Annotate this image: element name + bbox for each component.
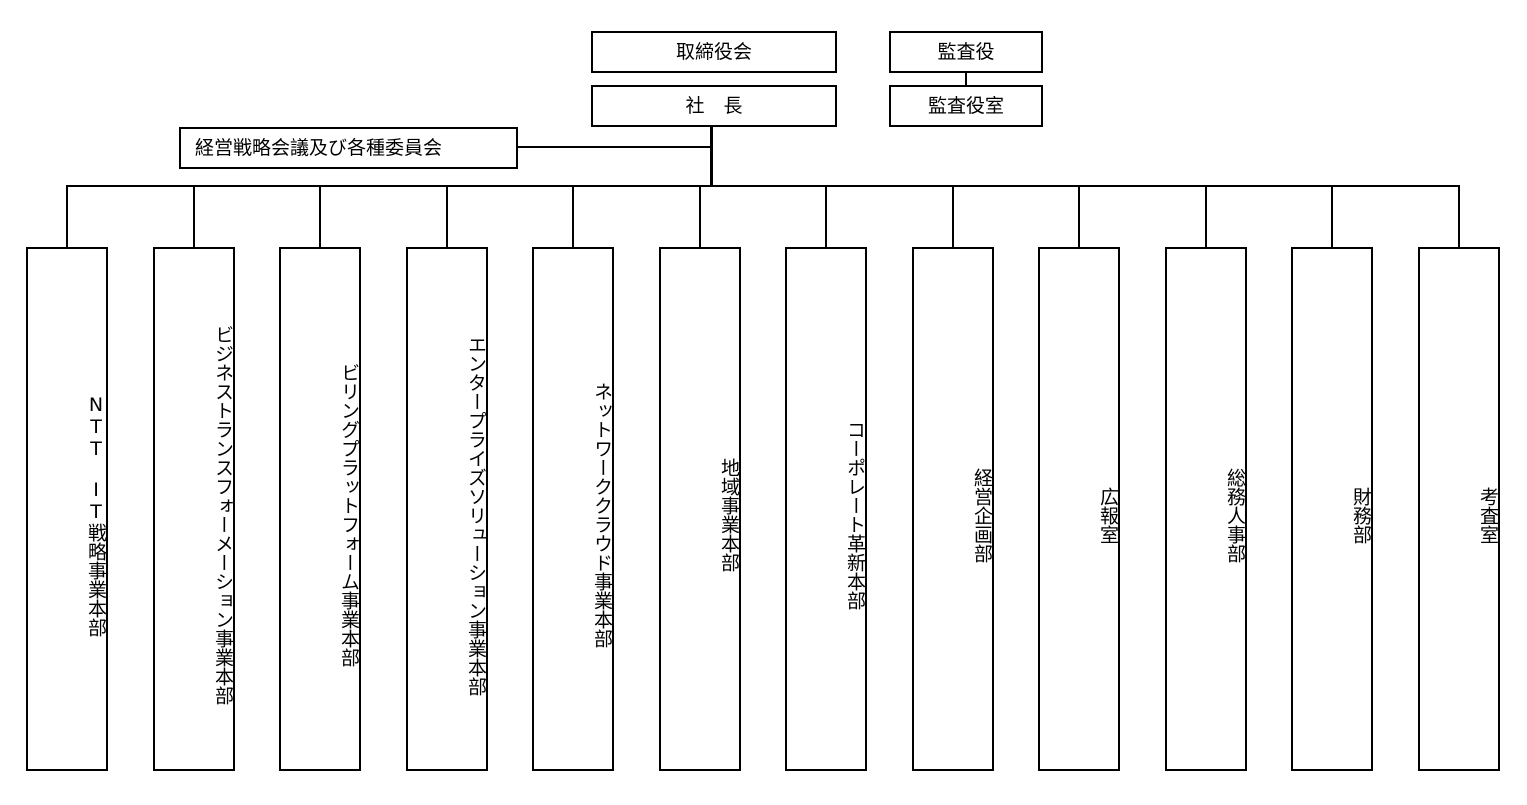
department-drop-line [1458, 185, 1460, 247]
department-box: 地域事業本部 [659, 247, 741, 771]
department-box: ネットワーククラウド事業本部 [532, 247, 614, 771]
board-of-directors-box: 取締役会 [591, 31, 837, 73]
committee-connector [518, 146, 711, 148]
department-label: ネットワーククラウド事業本部 [591, 382, 613, 648]
president-trunk-line [710, 127, 713, 186]
department-box: 総務人事部 [1165, 247, 1247, 771]
department-drop-line [952, 185, 954, 247]
department-drop-line [572, 185, 574, 247]
department-label: NTT IT戦略事業本部 [85, 393, 107, 637]
department-drop-line [699, 185, 701, 247]
department-label: コーポレート革新本部 [844, 420, 866, 610]
committee-box: 経営戦略会議及び各種委員会 [179, 127, 518, 169]
department-box: NTT IT戦略事業本部 [26, 247, 108, 771]
auditors-label: 監査役 [937, 40, 995, 63]
department-drop-line [1205, 185, 1207, 247]
department-drop-line [66, 185, 68, 247]
department-drop-line [825, 185, 827, 247]
department-drop-line [1331, 185, 1333, 247]
department-drop-line [1078, 185, 1080, 247]
department-label: 経営企画部 [971, 467, 993, 563]
auditors-box: 監査役 [889, 31, 1043, 73]
department-label: 広報室 [1097, 486, 1119, 544]
auditors-connector [965, 73, 967, 85]
department-box: コーポレート革新本部 [785, 247, 867, 771]
department-label: ビジネストランスフォーメーション事業本部 [212, 325, 234, 705]
department-box: 広報室 [1038, 247, 1120, 771]
department-box: エンタープライズソリューション事業本部 [406, 247, 488, 771]
department-label: 財務部 [1350, 486, 1372, 544]
president-box: 社 長 [591, 85, 837, 127]
president-label: 社 長 [685, 94, 743, 117]
department-box: 財務部 [1291, 247, 1373, 771]
committee-label: 経営戦略会議及び各種委員会 [195, 136, 443, 159]
auditor-office-label: 監査役室 [927, 94, 1004, 117]
department-bus-line [66, 185, 1460, 187]
department-box: 経営企画部 [912, 247, 994, 771]
department-label: ビリングプラットフォーム事業本部 [338, 363, 360, 667]
department-box: ビリングプラットフォーム事業本部 [279, 247, 361, 771]
department-box: 考査室 [1418, 247, 1500, 771]
department-label: 考査室 [1477, 486, 1499, 544]
department-label: エンタープライズソリューション事業本部 [465, 334, 487, 696]
board-of-directors-label: 取締役会 [675, 40, 752, 63]
department-drop-line [446, 185, 448, 247]
department-box: ビジネストランスフォーメーション事業本部 [153, 247, 235, 771]
department-drop-line [319, 185, 321, 247]
auditor-office-box: 監査役室 [889, 85, 1043, 127]
department-drop-line [193, 185, 195, 247]
department-label: 総務人事部 [1224, 467, 1246, 563]
department-label: 地域事業本部 [718, 458, 740, 572]
